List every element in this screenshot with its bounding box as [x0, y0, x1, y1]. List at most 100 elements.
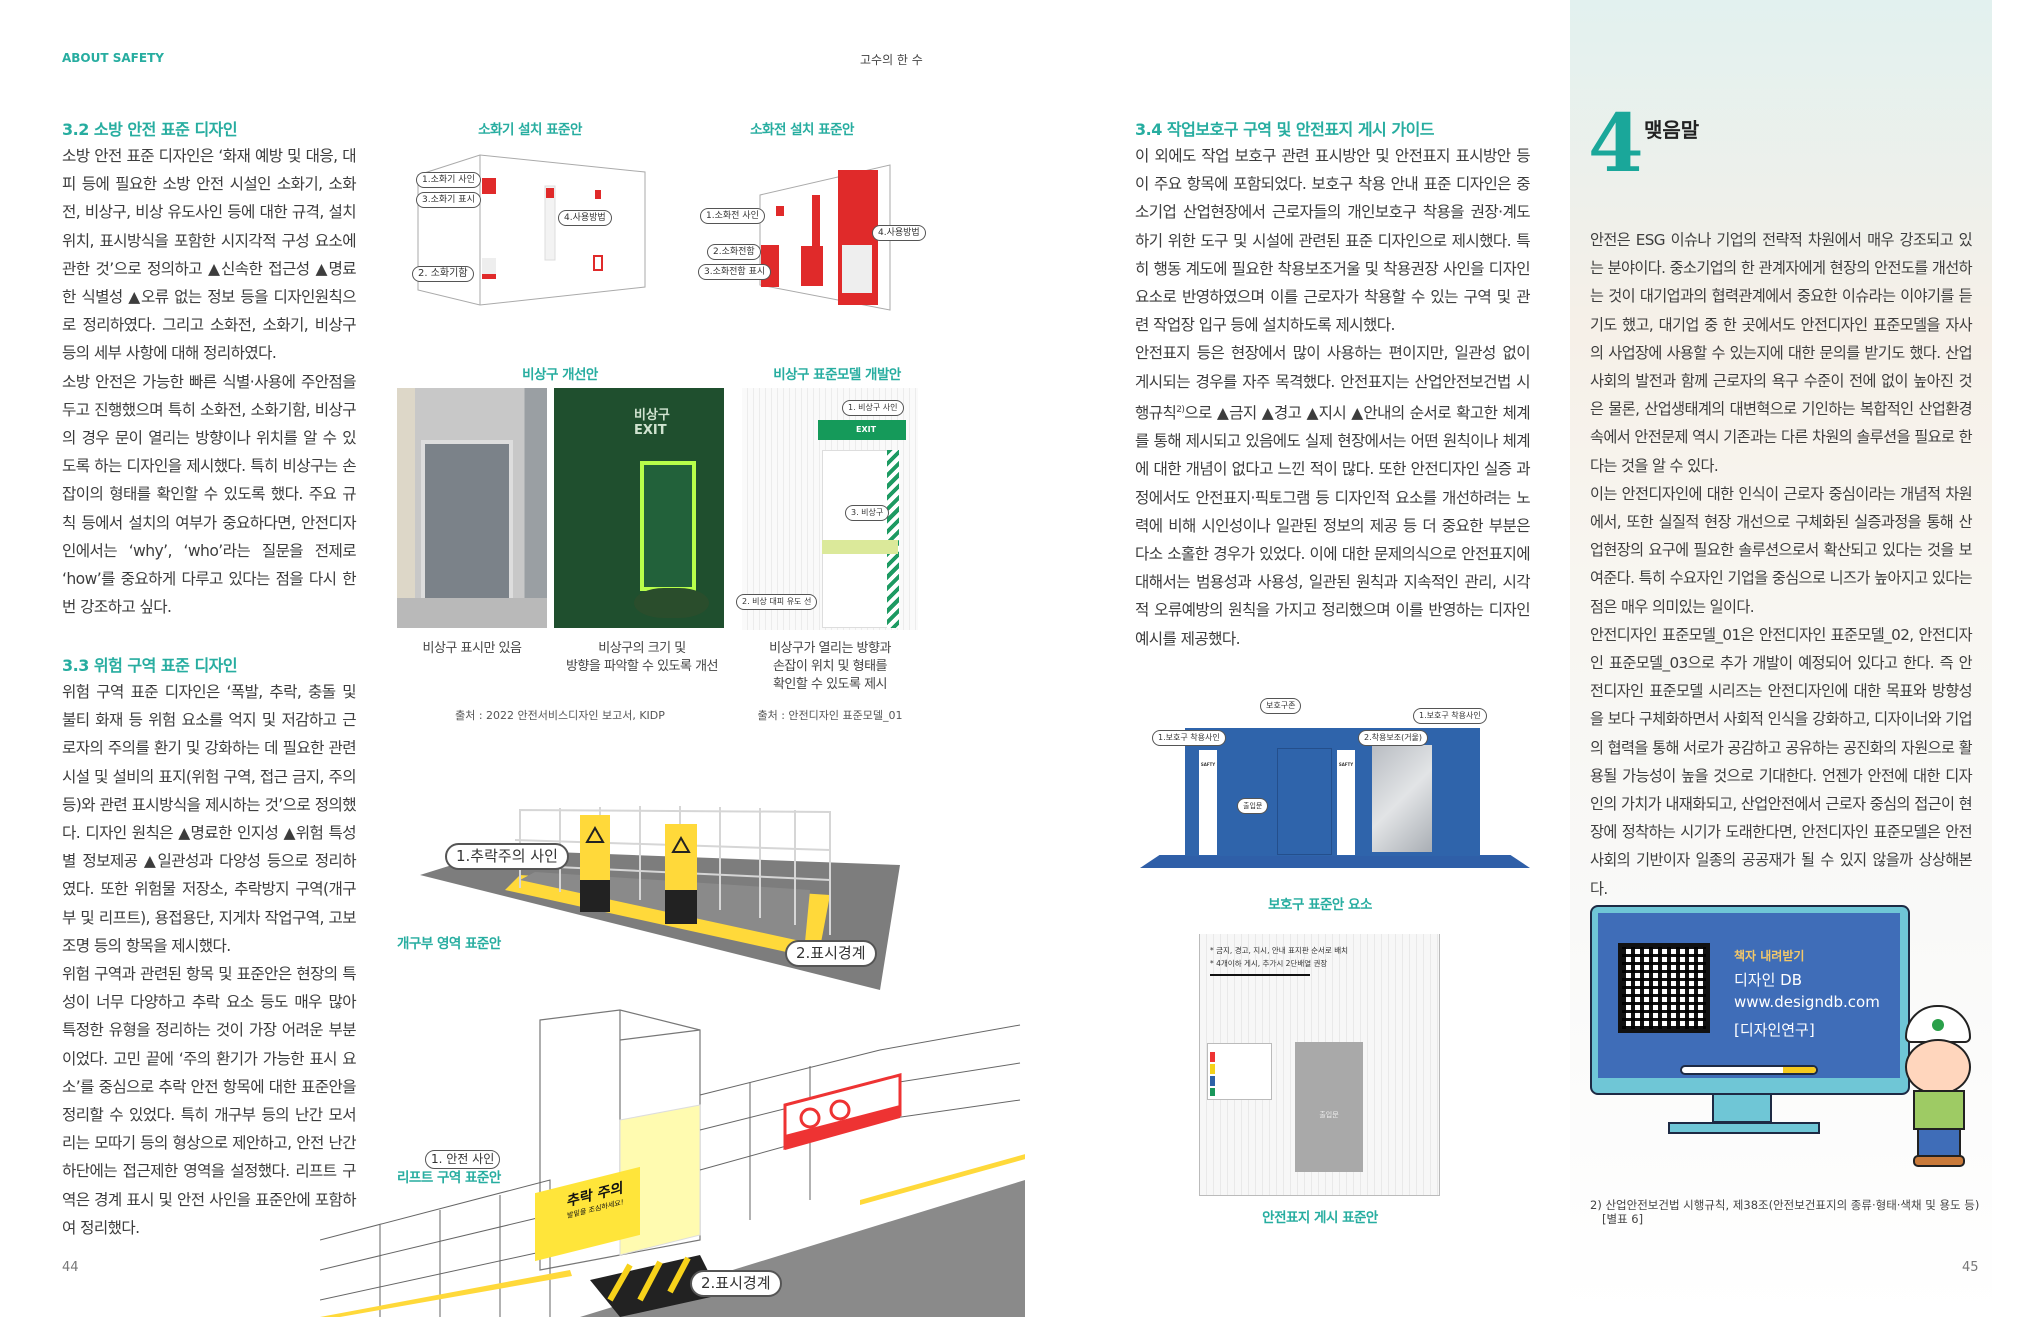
exit-improve-title: 비상구 개선안	[522, 367, 598, 383]
paragraph: 위험 구역과 관련된 항목 및 표준안은 현장의 특성이 너무 다양하고 추락 …	[62, 965, 357, 1237]
caption-exit-after: 비상구의 크기 및 방향을 파악할 수 있도록 개선	[565, 641, 719, 674]
qr-code[interactable]	[1618, 943, 1710, 1033]
face	[1905, 1039, 1971, 1095]
signboard-illustration: * 금지, 경고, 지시, 안내 표지판 순서로 배치* 4개이하 게시, 추가…	[1199, 934, 1440, 1196]
ppe-illustration: SAFTY SAFTY 보호구존 1.보호구 착용사인 1.보호구 착용사인 2…	[1140, 690, 1530, 880]
section-3-4-heading: 3.4 작업보호구 구역 및 안전표지 게시 가이드	[1135, 120, 1435, 139]
section-3-2-body: 소방 안전 표준 디자인은 ‘화재 예방 및 대응, 대피 등에 필요한 소방 …	[62, 142, 357, 621]
paragraph: 안전디자인 표준모델_01은 안전디자인 표준모델_02, 안전디자인 표준모델…	[1590, 625, 1973, 898]
extinguisher-figure-title: 소화기 설치 표준안	[478, 122, 582, 138]
section-3-3-body: 위험 구역 표준 디자인은 ‘폭발, 추락, 충돌 및 불티 화재 등 위험 요…	[62, 678, 357, 1242]
floor	[397, 598, 547, 628]
mirror	[1372, 745, 1432, 852]
monitor-stand	[1712, 1095, 1772, 1123]
paragraph: 위험 구역 표준 디자인은 ‘폭발, 추락, 충돌 및 불티 화재 등 위험 요…	[62, 683, 357, 955]
conclusion-number: 4	[1588, 96, 1644, 190]
download-url[interactable]: www.designdb.com	[1734, 993, 1880, 1011]
label-hydrant-sign: 1.소화전 사인	[700, 208, 765, 224]
conclusion-body: 안전은 ESG 이슈나 기업의 전략적 차원에서 매우 강조되고 있는 분야이다…	[1590, 226, 1973, 903]
signboard-figure-title: 안전표지 게시 표준안	[1262, 1210, 1378, 1226]
paragraph: 안전표지 등은 현장에서 많이 사용하는 편이지만, 일관성 없이 게시되는 경…	[1135, 339, 1531, 652]
safety-vest	[1913, 1090, 1965, 1130]
exit-model-illustration: EXIT 1. 비상구 사인 3. 비상구 2. 비상 대피 유도 선	[736, 388, 918, 630]
text: 으로 ▲금지 ▲경고 ▲지시 ▲안내의 순서로 확고한 체계를 통해 제시되고 …	[1135, 404, 1531, 648]
monitor: 책자 내려받기 디자인 DB www.designdb.com [디자인연구]	[1590, 905, 1910, 1095]
progress-fill	[1782, 1067, 1816, 1073]
section-label: ABOUT SAFETY	[62, 51, 164, 65]
paragraph: 안전은 ESG 이슈나 기업의 전략적 차원에서 매우 강조되고 있는 분야이다…	[1590, 231, 1973, 475]
section-3-3-heading: 3.3 위험 구역 표준 디자인	[62, 656, 238, 675]
paragraph: 소방 안전은 가능한 빠른 식별·사용에 주안점을 두고 진행했으며 특히 소화…	[62, 372, 357, 617]
boots	[1913, 1155, 1965, 1167]
label-extinguisher-sign: 1.소화기 사인	[416, 172, 481, 188]
label-door: 출입문	[1237, 798, 1269, 814]
pants	[1917, 1128, 1961, 1158]
hard-hat	[1905, 1005, 1971, 1043]
download-progress-bar	[1680, 1065, 1818, 1075]
label-hydrant-box: 2.소화전함	[707, 244, 761, 260]
paragraph: 이는 안전디자인에 대한 인식이 근로자 중심이라는 개념적 차원에서, 또한 …	[1590, 484, 1973, 616]
hazard-stripe	[887, 450, 899, 628]
worker-mascot	[1885, 1005, 1990, 1170]
download-name: 디자인 DB	[1734, 971, 1803, 989]
label-boundary: 2.표시경계	[785, 940, 877, 967]
label-extinguisher-mark: 3.소화기 표시	[416, 192, 481, 208]
ppe-figure-title: 보호구 표준안 요소	[1268, 897, 1372, 913]
label-safety-sign: 1. 안전 사인	[425, 1150, 501, 1169]
text: 안전표지 등은 현장에서 많이 사용하는 편이지만, 일관성 없이 게시되는 경…	[1135, 344, 1531, 423]
download-category: [디자인연구]	[1734, 1021, 1815, 1039]
exit-sign-ko: 비상구	[634, 408, 670, 423]
floor	[1140, 855, 1530, 868]
label-mirror: 2.착용보조(거울)	[1358, 730, 1429, 746]
ppe-sign-left: SAFTY	[1199, 750, 1217, 855]
note: * 4개이하 게시, 추가시 2단배열 권장	[1210, 959, 1328, 968]
label-exit: 3. 비상구	[845, 505, 890, 521]
footnote-ref[interactable]: 2)	[1176, 404, 1185, 415]
exit-sign-en: EXIT	[634, 423, 667, 438]
handle-bar	[822, 540, 898, 554]
ppe-sign-right: SAFTY	[1337, 750, 1355, 855]
label-hydrant-usage: 4.사용방법	[872, 225, 926, 241]
label-evac-line: 2. 비상 대피 유도 선	[736, 594, 818, 610]
lift-illustration: 추락 주의 발밑을 조심하세요! 1. 안전 사인 2.표시경계	[319, 1000, 1040, 1317]
hydrant-illustration: 1.소화전 사인 2.소화전함 3.소화전함 표시 4.사용방법	[690, 150, 926, 320]
download-label: 책자 내려받기	[1734, 949, 1805, 963]
door: 출입문	[1295, 1042, 1363, 1172]
monitor-base	[1668, 1122, 1820, 1134]
safety-sign-board	[1207, 1043, 1272, 1100]
paragraph: 소방 안전 표준 디자인은 ‘화재 예방 및 대응, 대피 등에 필요한 소방 …	[62, 147, 357, 363]
label-exit-sign: 1. 비상구 사인	[842, 400, 904, 416]
photo-exit-before	[397, 388, 547, 628]
column-label: 고수의 한 수	[860, 53, 923, 67]
exit-model-title: 비상구 표준모델 개발안	[773, 367, 901, 383]
paragraph: 이 외에도 작업 보호구 관련 표시방안 및 안전표지 표시방안 등이 주요 항…	[1135, 147, 1531, 335]
hydrant-figure-title: 소화전 설치 표준안	[750, 122, 854, 138]
railing-drawing	[420, 806, 900, 990]
label-ppe-sign-left: 1.보호구 착용사인	[1152, 730, 1226, 746]
label-ppe-sign-right: 1.보호구 착용사인	[1413, 708, 1487, 724]
section-3-4-body: 이 외에도 작업 보호구 관련 표시방안 및 안전표지 표시방안 등이 주요 항…	[1135, 142, 1531, 653]
wall-drawing	[759, 164, 891, 311]
label-hydrant-box-mark: 3.소화전함 표시	[698, 264, 772, 280]
ppe-wall	[1185, 728, 1480, 856]
source-exit-model: 출처 : 안전디자인 표준모델_01	[757, 709, 903, 722]
extinguisher-illustration: 1.소화기 사인 3.소화기 표시 4.사용방법 2. 소화기함	[410, 150, 650, 315]
conclusion-heading: 맺음말	[1644, 118, 1700, 142]
signboard-notes: * 금지, 경고, 지시, 안내 표지판 순서로 배치* 4개이하 게시, 추가…	[1210, 944, 1348, 970]
door	[421, 440, 513, 610]
monitor-screen: 책자 내려받기 디자인 DB www.designdb.com [디자인연구]	[1598, 913, 1900, 1078]
label-extinguisher-box: 2. 소화기함	[412, 266, 474, 282]
page-number-left: 44	[62, 1260, 79, 1275]
caption-exit-model: 비상구가 열리는 방향과 손잡이 위치 및 형태를 확인할 수 있도록 제시	[769, 641, 891, 692]
opening-illustration: 1.추락주의 사인 2.표시경계	[410, 780, 910, 990]
section-3-2-heading: 3.2 소방 안전 표준 디자인	[62, 120, 238, 139]
exit-model-sign: EXIT	[818, 420, 906, 440]
floor-marking	[634, 588, 709, 618]
opening-figure-title: 개구부 영역 표준안	[397, 936, 501, 952]
label-ppe-zone: 보호구존	[1260, 698, 1302, 714]
label-usage: 4.사용방법	[558, 210, 612, 226]
caption-exit-before: 비상구 표시만 있음	[422, 641, 522, 656]
glow-door-frame	[640, 461, 696, 591]
source-exit-improve: 출처 : 2022 안전서비스디자인 보고서, KIDP	[455, 709, 665, 722]
